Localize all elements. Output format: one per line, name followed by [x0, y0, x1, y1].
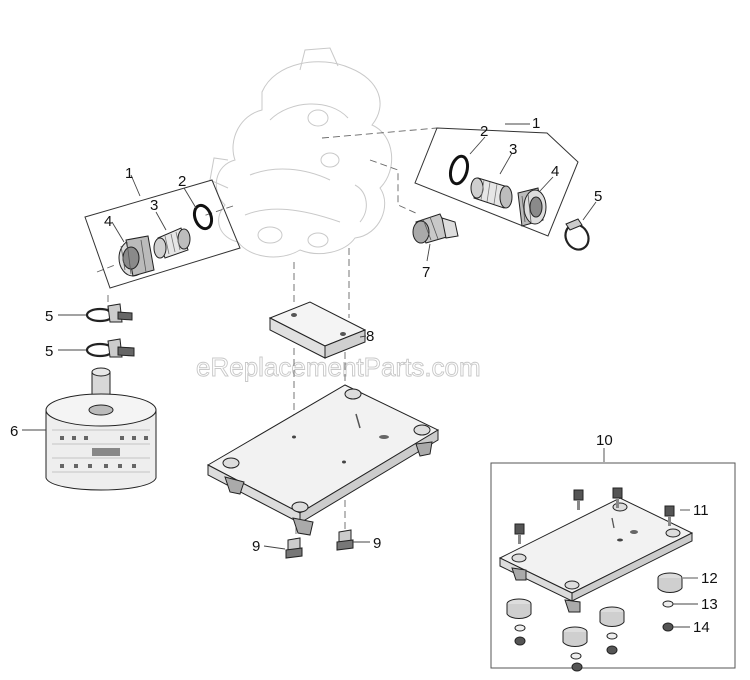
callout-nut-right: 4 [551, 163, 559, 180]
washers [514, 600, 674, 660]
suction-strainer [45, 367, 157, 491]
union-nut-left [118, 235, 155, 277]
pump-body-ghost [209, 47, 393, 258]
callout-barb-right: 3 [509, 141, 517, 158]
bolt-left [285, 537, 303, 559]
callout-barb-left: 3 [150, 197, 158, 214]
callout-labels: 1 4 3 2 1 2 3 4 5 7 5 5 6 8 9 9 10 11 12… [10, 115, 718, 636]
callout-nut-left: 4 [104, 213, 112, 230]
callout-kit-right: 1 [532, 115, 540, 132]
screws [514, 487, 675, 544]
mounting-kit-plate [498, 497, 694, 613]
callout-oring-right: 2 [480, 123, 488, 140]
pump-fitting [412, 213, 459, 244]
callout-strainer: 6 [10, 423, 18, 440]
callout-mount-kit: 10 [596, 432, 613, 449]
union-nut-right [517, 187, 547, 227]
watermark: eReplacementParts.com [196, 352, 481, 382]
bolt-right [336, 529, 354, 551]
callout-washer: 13 [701, 596, 718, 613]
outlet-kit-left [84, 179, 241, 289]
hose-clamp-right [564, 218, 590, 251]
callout-oring-left: 2 [178, 173, 186, 190]
callout-screw: 11 [693, 502, 709, 519]
callout-clamp-lower: 5 [45, 343, 53, 360]
spacer-block [268, 301, 367, 359]
callout-isolator: 12 [701, 570, 718, 587]
callout-fitting: 7 [422, 264, 430, 281]
callout-nut: 14 [693, 619, 710, 636]
callout-bolt-left: 9 [252, 538, 260, 555]
hose-barb-left [153, 227, 191, 259]
callout-clamp-upper: 5 [45, 308, 53, 325]
nuts [514, 622, 674, 672]
hose-clamp-upper [85, 303, 133, 323]
hose-barb-right [470, 177, 513, 209]
callout-spacer: 8 [366, 328, 374, 345]
base-plate [206, 384, 440, 536]
o-ring-left [192, 203, 214, 231]
hose-clamp-lower [85, 338, 135, 358]
callout-kit-left: 1 [125, 165, 133, 182]
o-ring-right [448, 154, 470, 186]
callout-clamp-right: 5 [594, 188, 602, 205]
callout-bolt-right: 9 [373, 535, 381, 552]
mounting-kit-box [490, 462, 736, 669]
outlet-kit-right [414, 127, 579, 237]
isolators [506, 572, 683, 647]
leader-lines [22, 123, 698, 628]
